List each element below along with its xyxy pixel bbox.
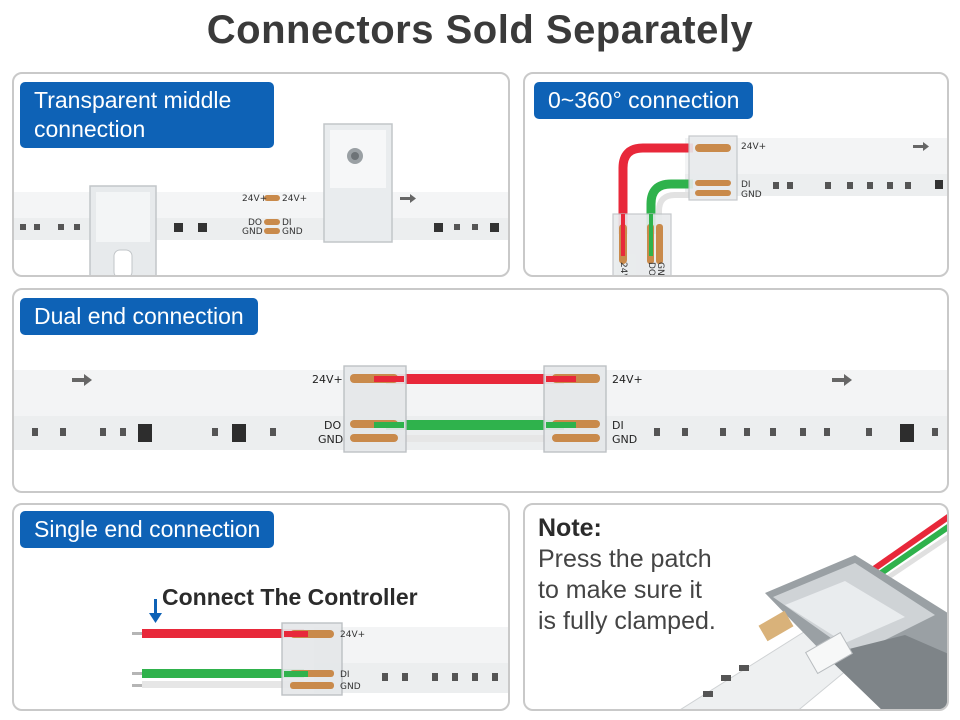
rotation-connection-illustration: 24V+ DI GND 24V+ DO GND — [612, 135, 947, 277]
right-24v-label: 24V+ — [612, 373, 643, 386]
wire-white — [386, 435, 564, 442]
pad-24v: 24V+ — [340, 630, 365, 640]
arrow-right-icon — [832, 374, 852, 386]
pad-di: DI — [741, 180, 751, 190]
panel-note: Note: Press the patch to make sure it is… — [523, 503, 949, 711]
label-rotation: 0~360° connection — [534, 82, 754, 119]
pad-gnd: GND — [741, 190, 762, 200]
left-gnd-label: GND — [318, 433, 343, 446]
wire-red — [618, 143, 693, 234]
label-transparent-middle: Transparent middle connection — [20, 82, 274, 148]
arrow-right-icon — [72, 374, 92, 386]
left-24v-label: 24V+ — [312, 373, 343, 386]
wire-green — [386, 420, 564, 430]
label-single-end: Single end connection — [20, 511, 275, 548]
connector-clip-icon — [89, 185, 157, 275]
connector-clip-icon — [612, 135, 738, 275]
right-di-label: DI — [612, 419, 624, 432]
panel-dual-end: 24V+ DO GND 24V+ DI GND Dual end connect… — [12, 288, 949, 493]
vlabel-24v: 24V+ — [618, 262, 628, 277]
pad-24v-left: 24V+ — [242, 194, 267, 204]
pad-gnd-right: GND — [282, 227, 303, 237]
connector-box-icon — [323, 123, 393, 243]
note-text: Note: Press the patch to make sure it is… — [538, 513, 716, 637]
dual-connection-illustration: 24V+ DO GND 24V+ DI GND — [14, 365, 947, 453]
wire-red — [386, 374, 564, 384]
label-dual-end: Dual end connection — [20, 298, 258, 335]
wire-white — [142, 681, 304, 688]
vlabel-gnd: GND — [655, 262, 665, 277]
clamp-press-illustration — [680, 514, 947, 709]
pad-24v: 24V+ — [741, 142, 766, 152]
arrow-down-icon — [149, 599, 162, 623]
controller-text: Connect The Controller — [162, 584, 418, 610]
vlabel-do: DO — [646, 262, 656, 276]
pad-24v-right: 24V+ — [282, 194, 307, 204]
page-title: Connectors Sold Separately — [206, 8, 754, 52]
led-chip-row — [773, 180, 943, 189]
wire-green — [142, 669, 304, 678]
pad-gnd: GND — [340, 682, 361, 692]
transparent-connection-illustration: 24V+ 24V+ DO DI GND GND — [14, 123, 508, 275]
wire-red — [142, 629, 304, 638]
note-line-1: Press the patch — [538, 545, 712, 573]
pad-di: DI — [340, 670, 350, 680]
arrow-right-icon — [913, 142, 929, 151]
single-connection-illustration: 24V+ DI GND — [132, 599, 508, 696]
pad-di: DI — [282, 218, 292, 228]
led-chip-row — [32, 424, 938, 442]
note-line-3: is fully clamped. — [538, 607, 716, 635]
led-chip-row — [382, 673, 498, 681]
panel-transparent-middle: 24V+ 24V+ DO DI GND GND Transparent midd… — [12, 72, 510, 277]
pad-gnd-left: GND — [242, 227, 263, 237]
panel-rotation: 24V+ DI GND 24V+ DO GND 0~360° connectio… — [523, 72, 949, 277]
note-title: Note: — [538, 514, 602, 542]
pad-do: DO — [248, 218, 262, 228]
left-do-label: DO — [324, 419, 341, 432]
wire-green — [646, 179, 693, 234]
panel-single-end: 24V+ DI GND Single end connection Connec… — [12, 503, 510, 711]
right-gnd-label: GND — [612, 433, 637, 446]
arrow-right-icon — [400, 194, 416, 203]
note-line-2: to make sure it — [538, 576, 702, 604]
